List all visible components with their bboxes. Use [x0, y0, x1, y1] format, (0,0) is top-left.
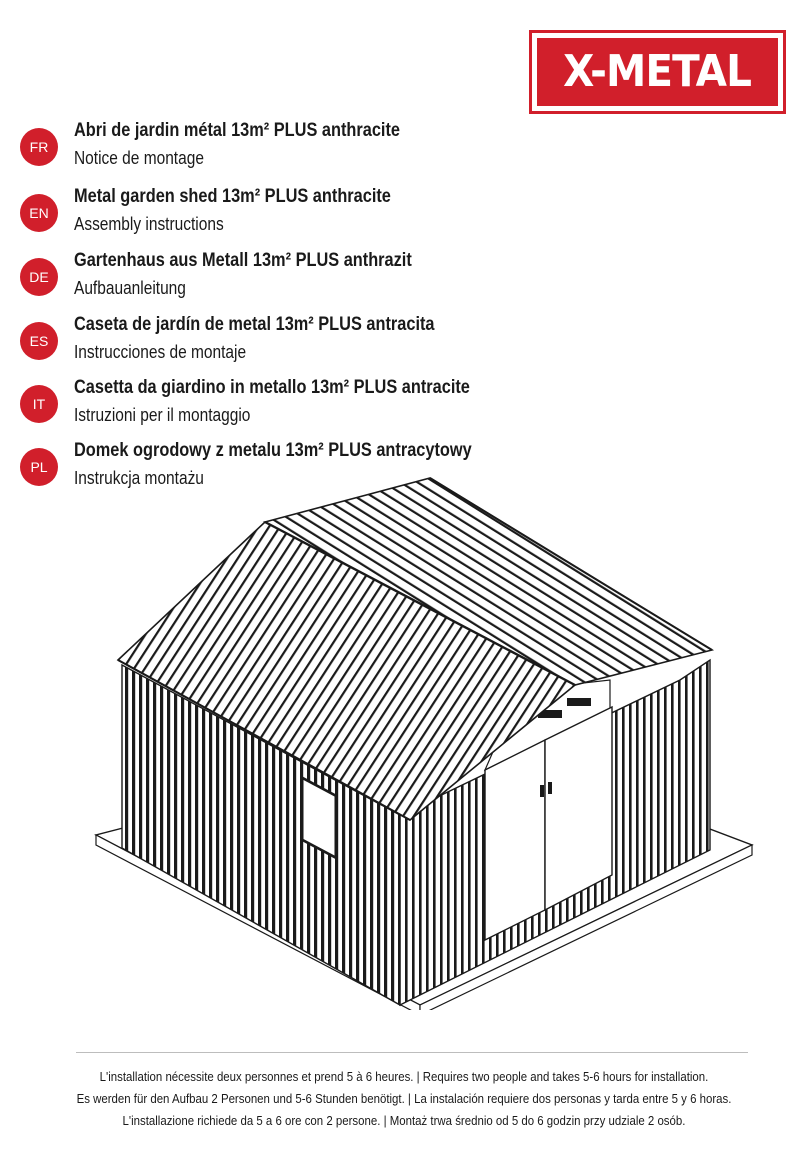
installation-note-line: L'installation nécessite deux personnes …	[99, 1069, 709, 1084]
lang-badge-en: EN	[20, 194, 58, 232]
lang-row-it: IT Casetta da giardino in metallo 13m² P…	[18, 377, 578, 437]
lang-badge-pl: PL	[20, 448, 58, 486]
brand-logo-box: X-METAL	[537, 38, 778, 106]
footer-divider	[76, 1052, 748, 1053]
shed-window	[300, 775, 338, 861]
product-title-de: Gartenhaus aus Metall 13m² PLUS anthrazi…	[74, 250, 412, 271]
shed-illustration	[94, 477, 754, 1010]
lang-row-de: DE Gartenhaus aus Metall 13m² PLUS anthr…	[18, 250, 578, 310]
lang-badge-es: ES	[20, 322, 58, 360]
doc-subtitle-pl: Instrukcja montażu	[74, 468, 204, 488]
lang-badge-de: DE	[20, 258, 58, 296]
lang-badge-fr: FR	[20, 128, 58, 166]
product-title-es: Caseta de jardín de metal 13m² PLUS antr…	[74, 314, 435, 335]
product-title-fr: Abri de jardin métal 13m² PLUS anthracit…	[74, 120, 400, 141]
product-title-en: Metal garden shed 13m² PLUS anthracite	[74, 186, 391, 207]
doc-subtitle-it: Istruzioni per il montaggio	[74, 405, 251, 425]
doc-subtitle-es: Instrucciones de montaje	[74, 342, 247, 362]
lang-row-es: ES Caseta de jardín de metal 13m² PLUS a…	[18, 314, 578, 374]
lang-row-en: EN Metal garden shed 13m² PLUS anthracit…	[18, 186, 578, 246]
lang-row-fr: FR Abri de jardin métal 13m² PLUS anthra…	[18, 120, 578, 180]
product-title-it: Casetta da giardino in metallo 13m² PLUS…	[74, 377, 470, 398]
doc-subtitle-fr: Notice de montage	[74, 148, 204, 168]
brand-logo: X-METAL	[529, 30, 786, 114]
doc-subtitle-de: Aufbauanleitung	[74, 278, 186, 298]
brand-logo-text: X-METAL	[563, 46, 753, 97]
installation-note-line: L'installazione richiede da 5 a 6 ore co…	[122, 1113, 686, 1128]
shed-door-right	[544, 705, 613, 912]
lang-row-pl: PL Domek ogrodowy z metalu 13m² PLUS ant…	[18, 440, 578, 500]
lang-badge-it: IT	[20, 385, 58, 423]
installation-note-line: Es werden für den Aufbau 2 Personen und …	[76, 1091, 732, 1106]
product-title-pl: Domek ogrodowy z metalu 13m² PLUS antrac…	[74, 440, 472, 461]
doc-subtitle-en: Assembly instructions	[74, 214, 224, 234]
installation-note: L'installation nécessite deux personnes …	[0, 1066, 808, 1132]
shed-door-left	[484, 738, 546, 942]
